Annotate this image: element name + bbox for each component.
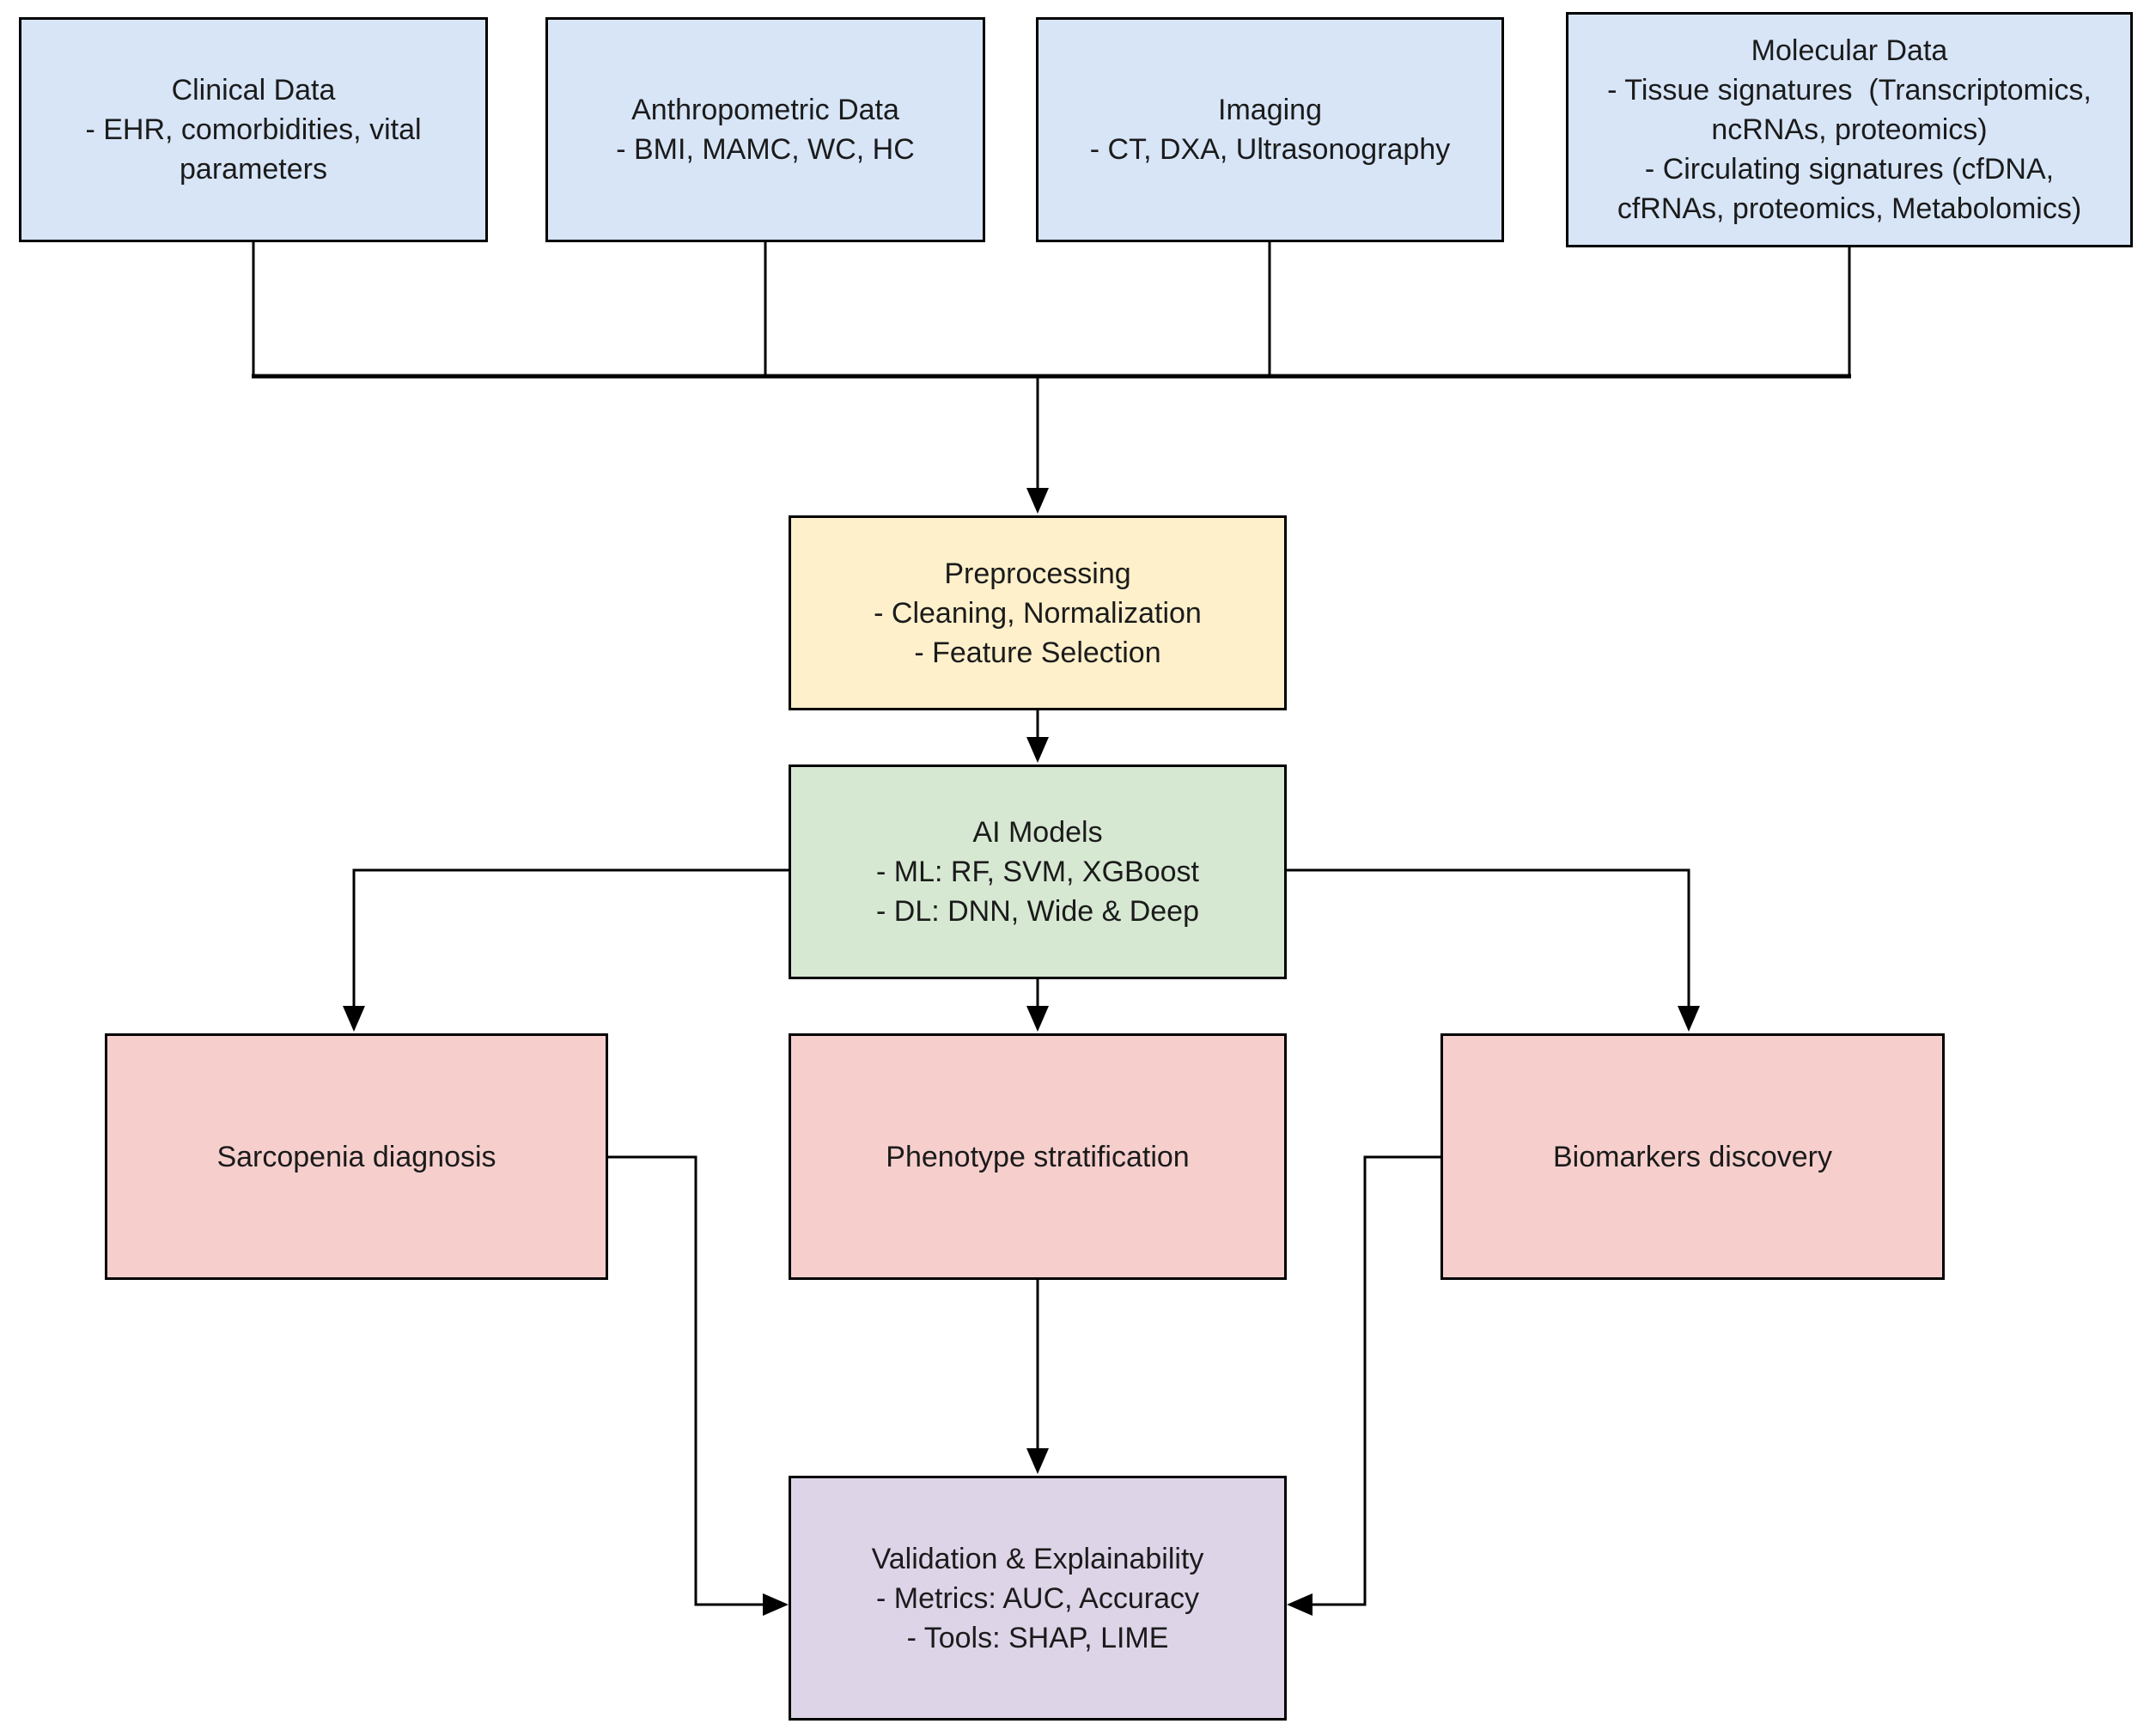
connector-line [1309, 1155, 1440, 1606]
node-line: - Circulating signatures (cfDNA, [1644, 153, 2055, 186]
node-title: Imaging [1218, 94, 1322, 126]
node-anthropometric-data: Anthropometric Data - BMI, MAMC, WC, HC [545, 17, 985, 242]
node-line: - EHR, comorbidities, vital [85, 113, 422, 146]
connector-line [352, 868, 789, 1009]
node-line: - BMI, MAMC, WC, HC [616, 133, 915, 166]
arrowhead-icon [1026, 737, 1049, 763]
arrow-ai-models-to-phenotype [1026, 979, 1049, 1032]
node-line: - Tools: SHAP, LIME [906, 1621, 1169, 1654]
arrowhead-icon [1678, 1006, 1700, 1032]
node-biomarkers-discovery: Biomarkers discovery [1440, 1033, 1945, 1280]
arrow-ai-models-to-biomarkers [1287, 868, 1700, 1032]
node-line: ncRNAs, proteomics) [1711, 113, 1988, 146]
node-title: Clinical Data [171, 74, 336, 107]
arrowhead-icon [1026, 1006, 1049, 1032]
node-title: Phenotype stratification [886, 1140, 1190, 1173]
arrow-biomarkers-to-validation [1287, 1155, 1440, 1616]
node-line: - ML: RF, SVM, XGBoost [876, 856, 1199, 888]
connector-line [608, 1155, 766, 1606]
node-line: - Cleaning, Normalization [874, 596, 1202, 630]
arrowhead-icon [1026, 1448, 1049, 1474]
node-line: parameters [180, 153, 327, 186]
node-line: - Metrics: AUC, Accuracy [876, 1581, 1199, 1615]
node-preprocessing: Preprocessing - Cleaning, Normalization … [789, 515, 1287, 710]
node-line: cfRNAs, proteomics, Metabolomics) [1617, 192, 2082, 225]
node-imaging: Imaging - CT, DXA, Ultrasonography [1036, 17, 1504, 242]
node-line: - CT, DXA, Ultrasonography [1089, 133, 1451, 166]
node-title: Validation & Explainability [871, 1542, 1204, 1575]
arrow-ai-models-to-sarcopenia [343, 868, 789, 1032]
node-title: Biomarkers discovery [1553, 1140, 1832, 1173]
node-title: Molecular Data [1751, 34, 1948, 67]
arrow-sarcopenia-to-validation [608, 1155, 789, 1616]
arrow-preprocessing-to-ai-models [1026, 710, 1049, 763]
arrowhead-icon [343, 1006, 365, 1032]
node-line: - Feature Selection [914, 636, 1161, 669]
node-ai-models: AI Models - ML: RF, SVM, XGBoost - DL: D… [789, 764, 1287, 979]
arrow-phenotype-to-validation [1026, 1280, 1049, 1474]
arrowhead-icon [1026, 488, 1049, 514]
arrowhead-icon [763, 1593, 789, 1616]
arrow-merge-to-preprocessing [1026, 376, 1049, 514]
arrowhead-icon [1287, 1593, 1313, 1616]
node-line: - Tissue signatures (Transcriptomics, [1607, 74, 2092, 107]
node-sarcopenia-diagnosis: Sarcopenia diagnosis [105, 1033, 608, 1280]
node-validation-explainability: Validation & Explainability - Metrics: A… [789, 1476, 1287, 1721]
connector-line [1287, 868, 1690, 1009]
node-phenotype-stratification: Phenotype stratification [789, 1033, 1287, 1280]
node-clinical-data: Clinical Data - EHR, comorbidities, vita… [19, 17, 488, 242]
node-title: Preprocessing [944, 557, 1131, 590]
node-line: - DL: DNN, Wide & Deep [876, 895, 1199, 928]
node-title: Sarcopenia diagnosis [216, 1140, 496, 1173]
node-title: AI Models [972, 816, 1103, 849]
node-molecular-data: Molecular Data - Tissue signatures (Tran… [1566, 12, 2133, 247]
node-title: Anthropometric Data [631, 94, 899, 126]
